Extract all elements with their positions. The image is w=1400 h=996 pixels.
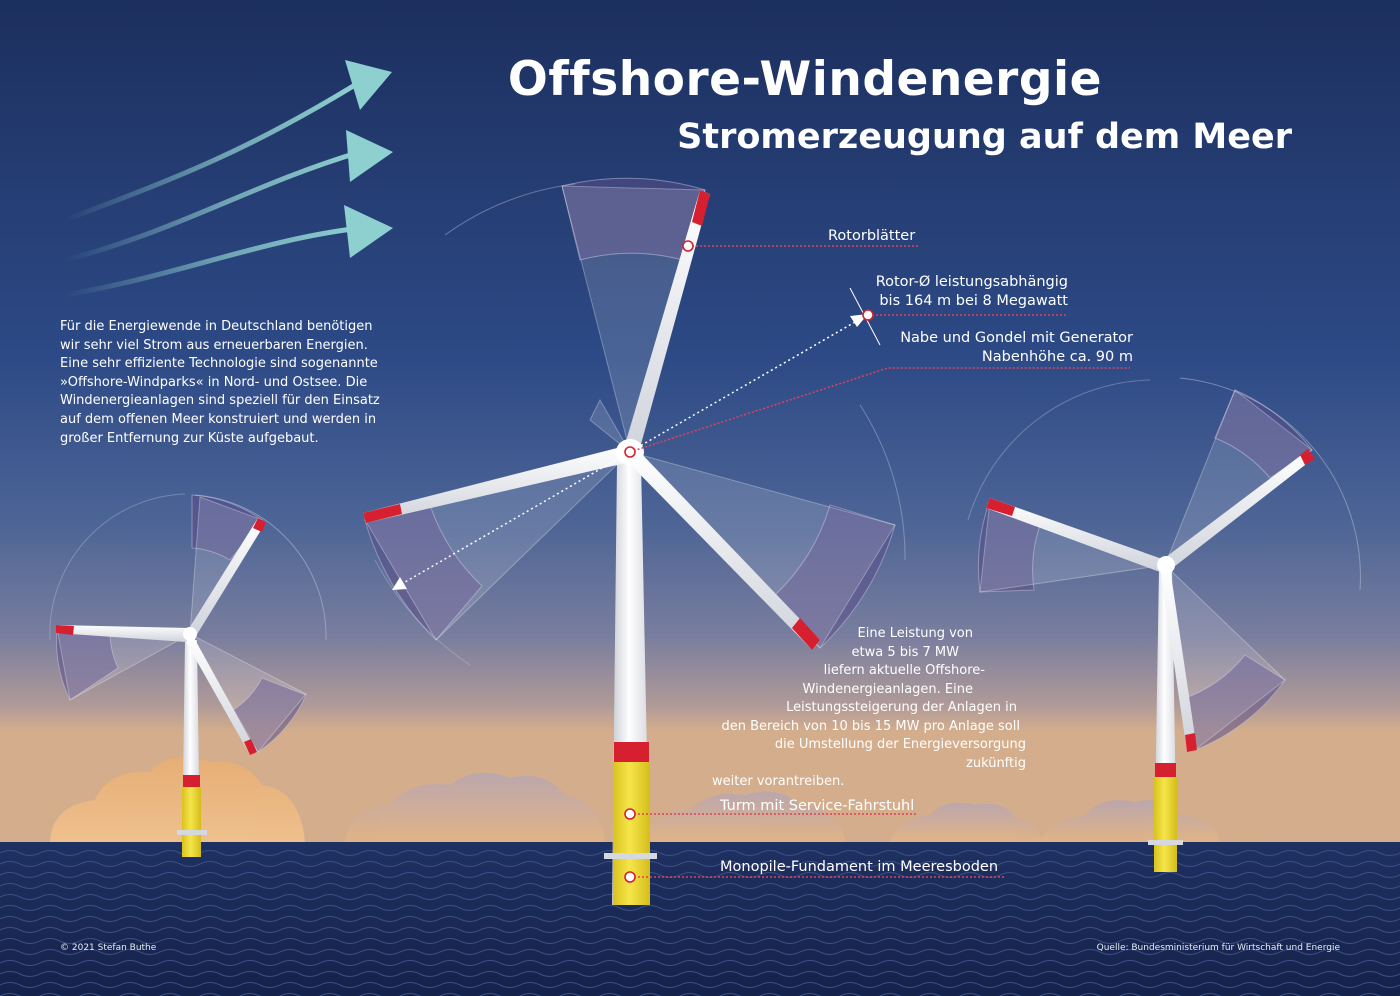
turbine-left-rotor-sweep (56, 494, 307, 753)
performance-text: Eine Leistung von etwa 5 bis 7 MW liefer… (712, 625, 1030, 792)
label-tower: Turm mit Service-Fahrstuhl (720, 798, 915, 814)
sea-waves (0, 846, 1400, 996)
performance-line: weiter vorantreiben. (712, 774, 845, 789)
performance-line: Eine Leistung von (857, 626, 973, 641)
performance-line: liefern aktuelle Offshore- (823, 663, 985, 678)
page-subtitle: Stromerzeugung auf dem Meer (677, 117, 1292, 157)
wind-arrowheads (344, 60, 393, 258)
performance-line: den Bereich von 10 bis 15 MW pro Anlage … (721, 718, 1020, 734)
label-hub-1: Nabe und Gondel mit Generator (900, 330, 1133, 346)
leader-lines (399, 245, 1130, 878)
label-rotor-blades: Rotorblätter (828, 228, 916, 244)
source-credit: Quelle: Bundesministerium für Wirtschaft… (1096, 943, 1340, 953)
label-foundation: Monopile-Fundament im Meeresboden (720, 859, 999, 875)
intro-paragraph: Für die Energiewende in Deutschland benö… (60, 319, 380, 446)
page-title: Offshore-Windenergie (507, 52, 1102, 107)
leader-markers (624, 240, 874, 883)
wind-arrows (62, 82, 363, 298)
performance-line: etwa 5 bis 7 MW (851, 644, 959, 660)
copyright: © 2021 Stefan Buthe (60, 943, 157, 953)
turbine-right (967, 377, 1361, 872)
label-hub-2: Nabenhöhe ca. 90 m (981, 349, 1133, 365)
turbine-main (363, 177, 906, 905)
label-rotor-diameter-1: Rotor-Ø leistungsabhängig (875, 274, 1068, 290)
performance-line: Leistungssteigerung der Anlagen in (786, 700, 1017, 715)
turbine-right-rotor-sweep (977, 389, 1313, 751)
performance-line: die Umstellung der Energieversorgung zuk… (774, 737, 1026, 771)
performance-line: Windenergieanlagen. Eine (802, 681, 974, 697)
label-rotor-diameter-2: bis 164 m bei 8 Megawatt (879, 293, 1068, 309)
turbine-left (49, 493, 327, 857)
